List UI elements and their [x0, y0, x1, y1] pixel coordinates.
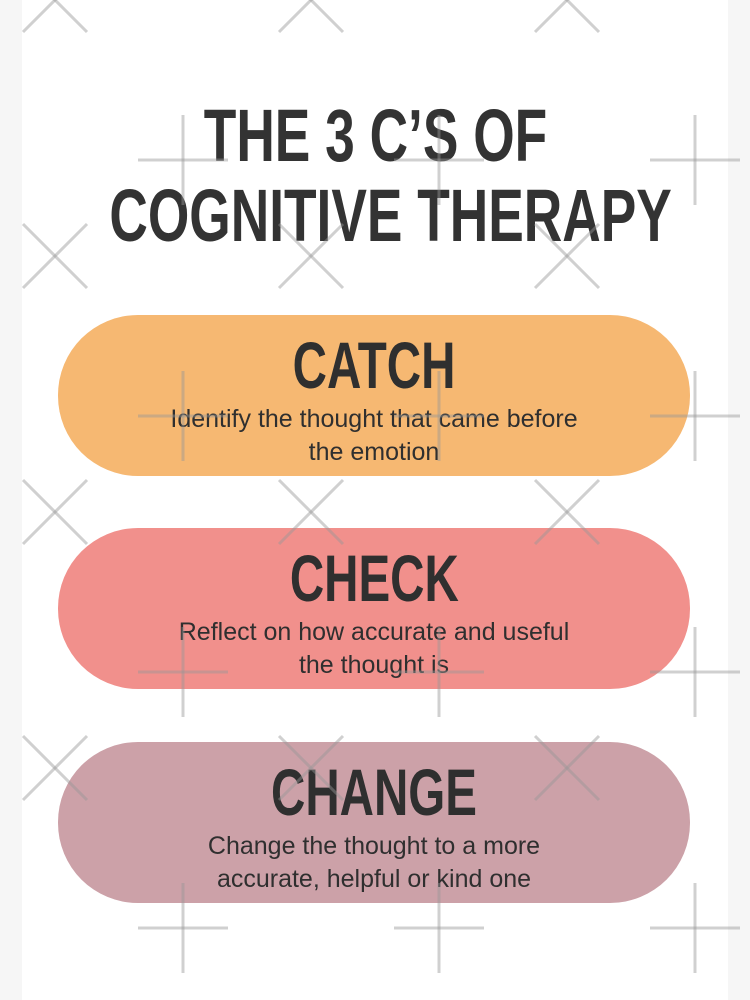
title-line-2: COGNITIVE THERAPY: [109, 174, 672, 257]
step-catch: CATCH Identify the thought that came bef…: [58, 315, 690, 476]
step-heading: CATCH: [292, 328, 456, 402]
step-check: CHECK Reflect on how accurate and useful…: [58, 528, 690, 689]
step-description: Change the thought to a more accurate, h…: [207, 832, 541, 893]
step-heading: CHANGE: [271, 755, 477, 829]
step-heading: CHECK: [289, 541, 459, 615]
step-change: CHANGE Change the thought to a more accu…: [58, 742, 690, 903]
step-description: Identify the thought that came before th…: [170, 405, 578, 466]
step-description: Reflect on how accurate and useful the t…: [178, 618, 570, 679]
title-line-1: THE 3 C’S OF: [203, 94, 547, 177]
